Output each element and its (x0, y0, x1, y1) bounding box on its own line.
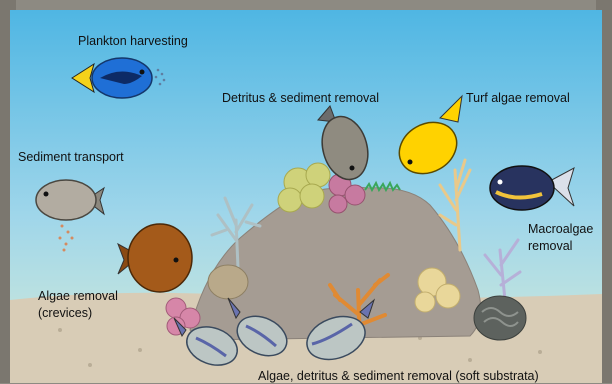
label-algae-removal: Algae removal (38, 289, 118, 304)
label-turf-algae-removal: Turf algae removal (466, 91, 570, 106)
label-soft-substrata: Algae, detritus & sediment removal (soft… (258, 369, 539, 384)
label-crevices: (crevices) (38, 306, 92, 321)
label-macroalgae-removal: removal (528, 239, 572, 254)
label-sediment-transport: Sediment transport (18, 150, 124, 165)
label-macroalgae: Macroalgae (528, 222, 593, 237)
label-detritus-removal: Detritus & sediment removal (222, 91, 379, 106)
coral-icon (208, 265, 248, 299)
label-plankton-harvesting: Plankton harvesting (78, 34, 188, 49)
brain-coral-icon (474, 296, 526, 340)
